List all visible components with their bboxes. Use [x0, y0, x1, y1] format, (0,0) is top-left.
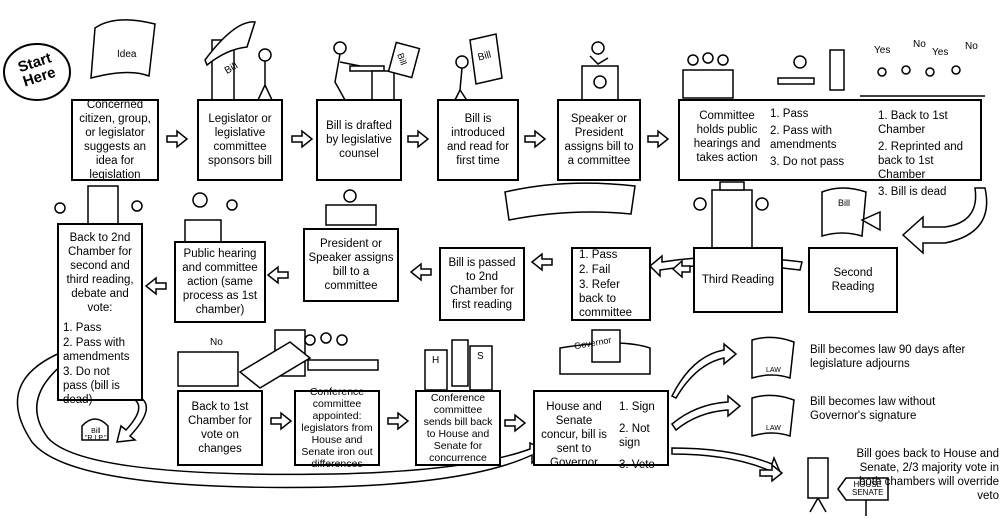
committee-option: 1. Pass — [770, 108, 809, 120]
governor-options: 1. Sign 2. Not sign 3. Veto — [619, 400, 669, 480]
outcome-sign: Bill becomes law 90 days after legislatu… — [810, 344, 966, 370]
tombstone-icon — [81, 418, 109, 441]
vote-no-1: No — [913, 39, 926, 50]
row3-figures-icon — [177, 329, 651, 391]
governor-title: House and Senate concur, bill is sent to… — [541, 401, 607, 469]
arrow-sends-to-gov — [504, 413, 527, 433]
step-second-reading: Second Reading — [808, 247, 898, 313]
speaker-podium-icon — [581, 41, 619, 101]
drafting-figure-icon — [333, 41, 421, 102]
law-scroll-icons — [751, 336, 795, 438]
step-conference-sends: Conference committee sends bill back to … — [415, 390, 501, 466]
step-conference-appointed: Conference committee appointed: legislat… — [294, 386, 380, 470]
vote-yes-1: Yes — [874, 45, 891, 56]
house-senate-sign-label: HOUSE SENATE — [852, 480, 884, 497]
sponsor-figures-icon — [204, 21, 273, 101]
step-reading-results: 1. Pass 2. Fail 3. Refer back to committ… — [571, 247, 651, 321]
idea-scroll-icon — [90, 19, 156, 79]
arrow-conf-to-sends — [387, 411, 410, 431]
arrow-1st-to-conf — [270, 411, 293, 431]
committee-option: 3. Do not pass — [770, 156, 845, 168]
arrow-3-4 — [407, 129, 430, 149]
step-draft: Bill is drafted by legislative counsel — [316, 99, 402, 181]
president-podium-icon — [325, 189, 377, 226]
step-governor: House and Senate concur, bill is sent to… — [533, 390, 669, 471]
start-circle — [3, 43, 71, 101]
second-chamber-vote-option: 1. Pass — [63, 322, 102, 334]
arrow-to-assign — [409, 262, 432, 282]
outcome-not-sign: Bill becomes law without Governor's sign… — [810, 396, 936, 422]
arrow-3rd-to-results — [671, 259, 691, 279]
governor-option: 3. Veto — [619, 459, 655, 471]
reading-result: 1. Pass — [579, 248, 618, 261]
reading-result: 2. Fail — [579, 263, 611, 276]
step-sponsor: Legislator or legislative committee spon… — [197, 99, 283, 181]
arrow-5-6 — [647, 129, 670, 149]
second-chamber-vote-option: 3. Do not pass (bill is dead) — [63, 366, 120, 406]
committee-title: Committee holds public hearings and take… — [693, 110, 761, 164]
arrow-not-sign — [671, 394, 742, 432]
arrow-to-2nd-chamber — [530, 252, 553, 272]
h-sign-label: H — [432, 355, 440, 366]
step-third-reading: Third Reading — [693, 247, 783, 313]
step-back-first-chamber: Back to 1st Chamber for vote on changes — [177, 390, 263, 466]
law-label-2: LAW — [766, 425, 781, 432]
step-public-hearing: Public hearing and committee action (sam… — [174, 241, 266, 323]
second-chamber-vote-options: 1. Pass 2. Pass with amendments 3. Do no… — [63, 321, 137, 408]
arrow-4-5 — [524, 129, 547, 149]
governor-option: 1. Sign — [619, 401, 655, 413]
second-chamber-vote-option: 2. Pass with amendments — [63, 337, 130, 363]
committee-result: 1. Back to 1st Chamber — [878, 110, 948, 136]
introduce-figure-icon — [453, 33, 503, 103]
step-assign: Speaker or President assigns bill to a c… — [557, 99, 641, 181]
step-idea: Concerned citizen, group, or legislator … — [71, 99, 159, 181]
arrow-to-2nd-chamber-vote — [144, 276, 167, 296]
step-second-chamber-vote: Back to 2nd Chamber for second and third… — [57, 223, 143, 406]
arrow-to-hearing — [266, 265, 289, 285]
arrow-1-2 — [166, 129, 189, 149]
step-committee: Committee holds public hearings and take… — [678, 99, 982, 198]
s-sign-label: S — [477, 351, 484, 362]
law-label-1: LAW — [766, 367, 781, 374]
committee-option: 2. Pass with amendments — [770, 125, 837, 151]
tombstone-label: Bill "R.I.P." — [85, 428, 107, 442]
second-reading-bill-label: Bill — [838, 198, 851, 208]
return-arrow — [901, 187, 988, 255]
no-sign-label: No — [210, 337, 223, 348]
walking-bill-icon — [807, 457, 889, 516]
committee-figures-icon — [682, 49, 985, 99]
second-chamber-vote-title: Back to 2nd Chamber for second and third… — [66, 232, 134, 314]
arrow-dead-bill — [116, 395, 147, 443]
governor-option: 2. Not sign — [619, 423, 650, 449]
step-second-chamber: Bill is passed to 2nd Chamber for first … — [439, 247, 525, 321]
debate-figures-icon — [54, 185, 143, 225]
vote-no-2: No — [965, 41, 978, 52]
reading-results-list: 1. Pass 2. Fail 3. Refer back to committ… — [579, 248, 643, 321]
arrow-sign — [670, 342, 738, 399]
reading-result: 3. Refer back to committee — [579, 278, 633, 319]
arrow-2-3 — [291, 129, 314, 149]
committee-result: 2. Reprinted and back to 1st Chamber — [878, 141, 964, 181]
second-reading-bill-icon — [821, 187, 881, 238]
step-president-assign: President or Speaker assigns bill to a c… — [303, 228, 399, 302]
committee-results: 1. Back to 1st Chamber 2. Reprinted and … — [878, 109, 982, 202]
committee-result: 3. Bill is dead — [878, 186, 947, 198]
arrow-override — [759, 463, 784, 483]
vote-yes-2: Yes — [932, 47, 949, 58]
committee-options: 1. Pass 2. Pass with amendments 3. Do no… — [770, 107, 850, 172]
hearing-figures-icon — [184, 192, 238, 243]
row3-arrows — [270, 342, 784, 483]
step-introduce: Bill is introduced and read for first ti… — [437, 99, 519, 181]
outcome-veto: Bill goes back to House and Senate, 2/3 … — [856, 448, 999, 502]
third-reading-podium-icon — [693, 181, 769, 249]
idea-label: Idea — [117, 49, 137, 60]
bill-scroll-icon — [504, 182, 636, 221]
